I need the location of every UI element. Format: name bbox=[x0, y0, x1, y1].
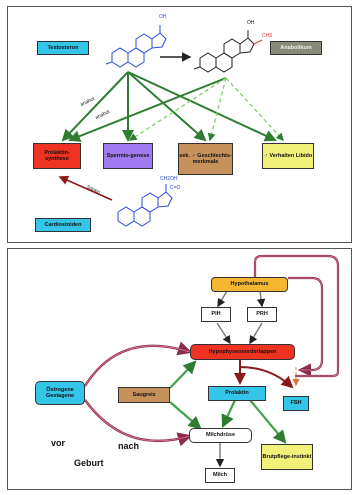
verhalten-libido-box: ♂ Verhalten Libido bbox=[262, 143, 314, 169]
fsh-box: FSH bbox=[283, 396, 309, 411]
chem-label-ch3: CH3 bbox=[262, 33, 273, 39]
prolaktin-synthese-box: Prolaktin-synthese bbox=[33, 143, 81, 169]
chem-label-oh-2: OH bbox=[247, 20, 255, 26]
prolaktin-box: Prolaktin bbox=[208, 386, 266, 401]
geburt-label: Geburt bbox=[74, 458, 104, 468]
hypophysenvorderlappen-box: Hypophysenvorderlappen bbox=[190, 344, 295, 360]
steroid-structure-cardio bbox=[117, 184, 173, 227]
oestrogene-box: Östrogene Gestagene bbox=[35, 381, 85, 405]
spermiogenese-box: Spermio-genese bbox=[103, 143, 153, 169]
saugreiz-box: Saugreiz bbox=[118, 387, 170, 403]
milchdruese-box: Milchdrüse bbox=[189, 428, 252, 443]
steroid-structure-testosteron bbox=[105, 25, 167, 68]
steroid-structure-anabolikum bbox=[193, 30, 255, 73]
cardioaktivum-box: Cardiostoiden bbox=[35, 218, 91, 232]
pih-box: PIH bbox=[201, 307, 231, 322]
hypothalamus-box: Hypothalamus bbox=[211, 277, 288, 292]
vor-label: vor bbox=[51, 438, 66, 448]
chem-label-ch2oh: CH2OH bbox=[160, 176, 178, 182]
chem-label-co: C=O bbox=[170, 185, 181, 191]
brutpflege-box: Brutpflege-instinkt bbox=[261, 444, 313, 470]
testosteron-box: Testosteron bbox=[37, 41, 89, 55]
chem-label-oh-1: OH bbox=[159, 14, 167, 20]
anabolikum-box: Anabolikum bbox=[270, 41, 322, 55]
nach-label: nach bbox=[118, 441, 140, 451]
prh-box: PRH bbox=[247, 307, 277, 322]
geschlechtsmerkmale-box: sek. ♂ Geschlechts-merkmale bbox=[178, 143, 233, 175]
milch-box: Milch bbox=[205, 468, 235, 483]
